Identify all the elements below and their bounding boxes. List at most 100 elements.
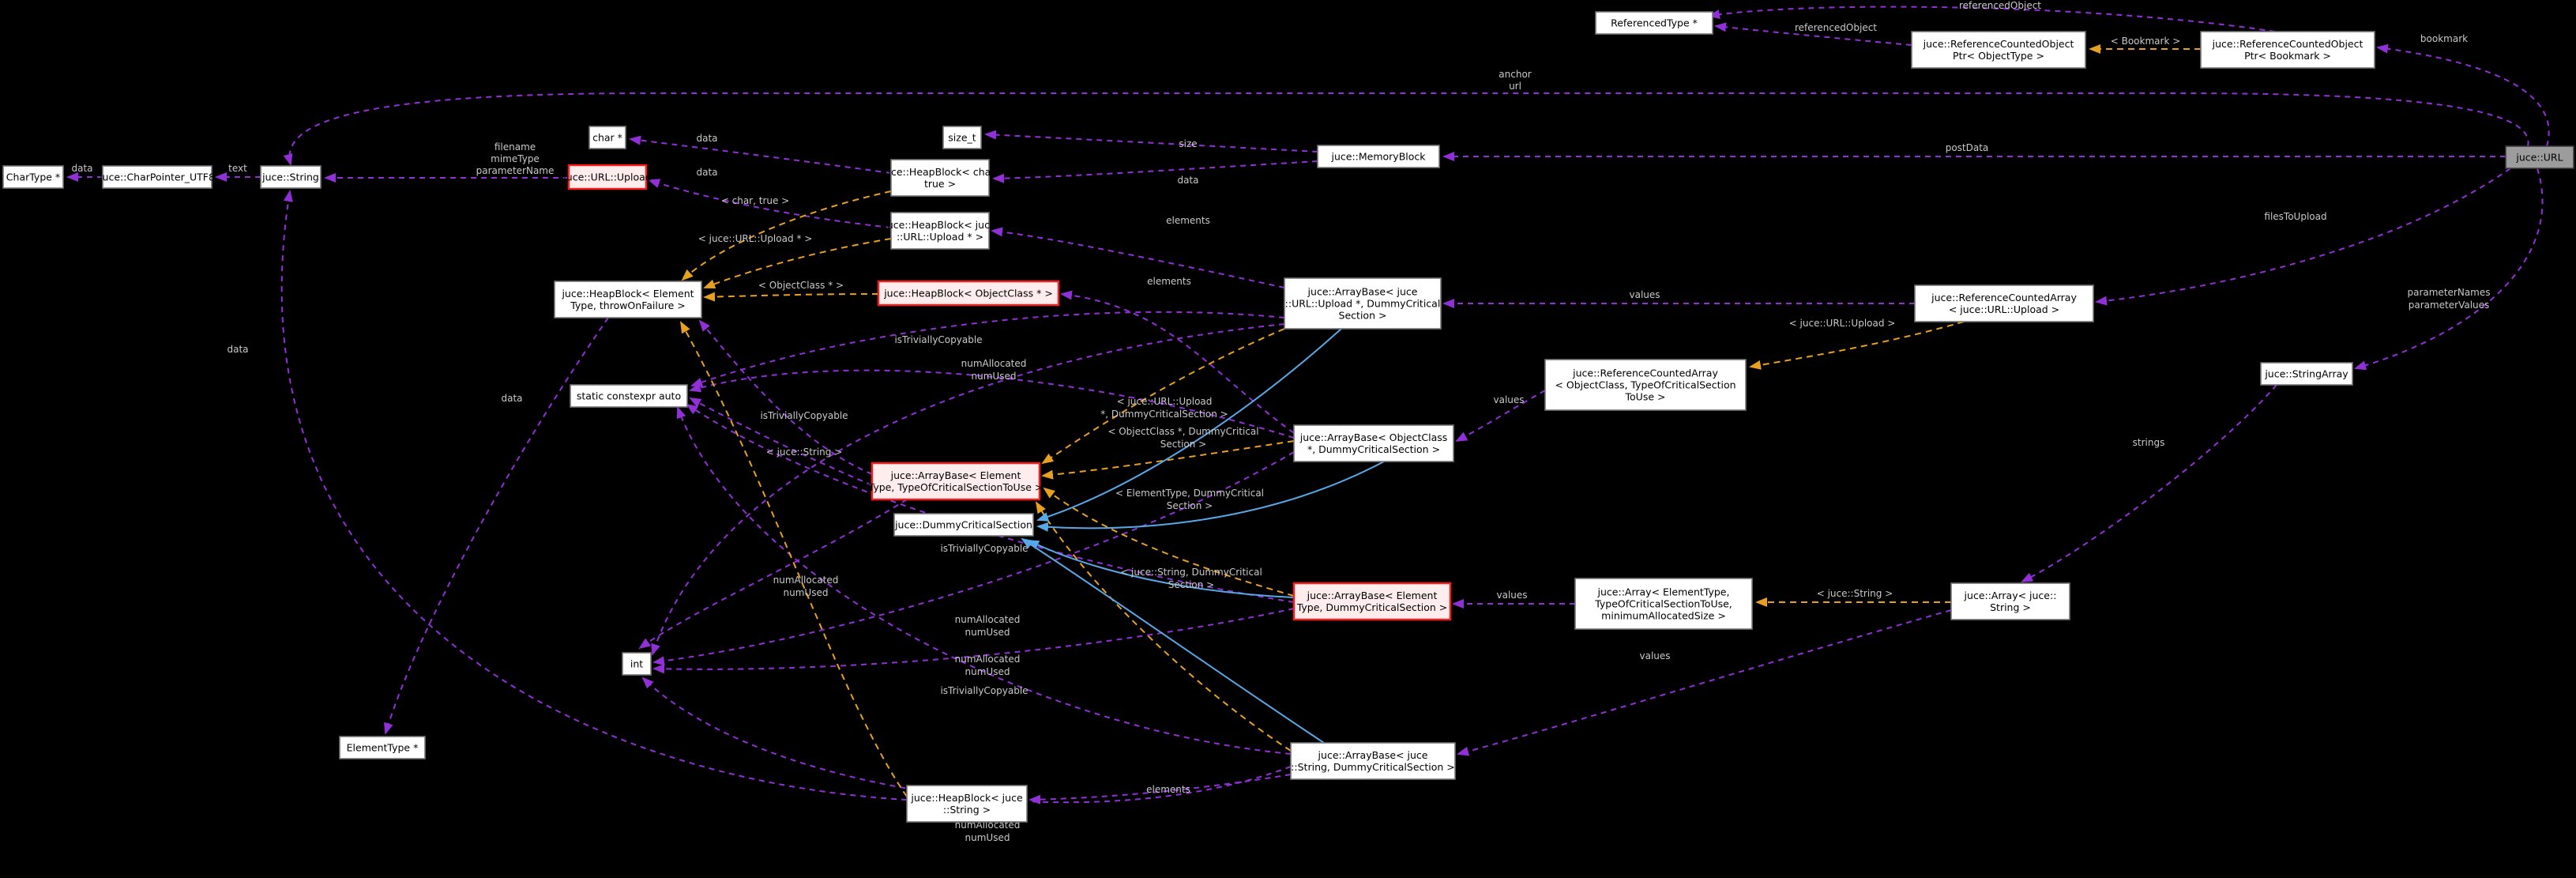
edge-label: data [71,163,92,174]
class-node-ab_elemdummy[interactable]: juce::ArrayBase< ElementType, DummyCriti… [1292,582,1452,621]
class-node-ab_uploadp[interactable]: juce::ArrayBase< juce::URL::Upload *, Du… [1284,277,1442,330]
class-node-label: juce::HeapBlock< char, [882,166,998,178]
edge-hb_objp-to-hb_elem-38 [703,292,879,302]
edge-label: < juce::String, DummyCritical [1120,567,1262,578]
edge-ab_tmpl-to-hb_elem-24 [698,319,873,475]
edge-label: filesToUpload [2264,211,2326,222]
edge-label: anchor [1499,69,1532,80]
class-node-label: Type, throwOnFailure > [570,300,686,311]
edge-label: numUsed [965,666,1010,677]
class-node-ab_tmpl[interactable]: juce::ArrayBase< ElementType, TypeOfCrit… [868,462,1044,501]
edge-label: numAllocated [773,575,839,586]
class-node-hb_objp[interactable]: juce::HeapBlock< ObjectClass * > [877,280,1060,307]
class-node-label: juce::HeapBlock< juce [883,219,996,231]
class-node-url[interactable]: juce::URL [2505,145,2574,169]
class-node-label: juce::ArrayBase< juce [1318,749,1428,761]
class-node-string[interactable]: juce::String [260,165,322,189]
edge-label: elements [1146,784,1190,795]
class-node-sizet[interactable]: size_t [942,126,982,149]
class-node-hb_uploadp[interactable]: juce::HeapBlock< juce::URL::Upload * > [883,212,996,250]
class-node-label: true > [924,178,956,190]
edge-hb_elem-to-elemtype-9 [384,317,609,735]
edge-label: elements [1147,276,1191,287]
edge-label: text [228,163,247,174]
edge-label: data [1177,175,1198,186]
edge-label: isTriviallyCopyable [940,543,1028,554]
edge-label: < Bookmark > [2111,36,2181,47]
class-node-label: ::String, DummyCriticalSection > [1291,761,1455,773]
edge-hb_char-to-charstar-3 [629,135,892,174]
class-node-upload[interactable]: juce::URL::Upload [562,164,652,190]
class-node-label: ::URL::Upload * > [897,231,983,243]
class-node-label: juce::String [261,171,319,183]
class-node-label: Type, TypeOfCriticalSectionToUse > [868,481,1044,493]
edge-array_string-to-ab_string-13 [1457,609,1952,756]
class-node-rca_obj[interactable]: juce::ReferenceCountedArray< ObjectClass… [1544,359,1747,411]
class-node-label: juce::StringArray [2264,368,2348,380]
edge-label: elements [1166,215,1210,226]
class-node-label: char * [592,132,622,144]
class-node-label: < juce::URL::Upload > [1949,303,2059,315]
class-node-label: juce::ReferenceCountedObject [2212,38,2364,50]
class-node-array_tmpl[interactable]: juce::Array< ElementType,TypeOfCriticalS… [1574,578,1753,630]
class-node-sca[interactable]: static constexpr auto [570,384,688,408]
class-node-ab_string[interactable]: juce::ArrayBase< juce::String, DummyCrit… [1290,742,1456,780]
edge-ab_objp-to-int-27 [652,451,1295,666]
class-node-hb_elem[interactable]: juce::HeapBlock< ElementType, throwOnFai… [554,281,702,318]
edge-label: numUsed [784,587,829,598]
class-node-label: ::String > [943,804,991,816]
class-node-label: juce::HeapBlock< Element [561,288,694,300]
edge-rcop_bm-to-reftype-20 [1708,6,2276,32]
class-node-label: juce::HeapBlock< ObjectClass * > [883,288,1053,300]
edge-label: data [696,133,717,144]
class-node-charptr[interactable]: juce::CharPointer_UTF8 [99,165,215,189]
class-node-charstar[interactable]: char * [589,126,626,149]
edge-ab_elemdummy-to-dummycs-48 [1027,540,1295,598]
class-node-label: juce::MemoryBlock [1330,151,1426,163]
class-node-label: Type, DummyCriticalSection > [1296,601,1448,613]
edge-label: values [1639,650,1670,661]
edge-ab_objp-to-sca-31 [689,369,1295,439]
edge-label: url [1509,81,1521,92]
class-node-chartype[interactable]: CharType * [2,165,64,189]
class-node-label: juce::CharPointer_UTF8 [99,171,215,183]
class-node-int[interactable]: int [622,652,652,676]
edge-label: parameterValues [2409,300,2490,311]
edge-rcop_obj-to-reftype-19 [1714,22,1912,46]
class-node-label: ReferencedType * [1611,17,1698,29]
class-node-ab_objp[interactable]: juce::ArrayBase< ObjectClass*, DummyCrit… [1293,424,1454,462]
edge-hb_uploadp-to-upload-7 [648,179,892,228]
edge-ab_string-to-ab_tmpl-43 [1035,501,1292,752]
class-node-label: static constexpr auto [577,390,681,402]
edge-label: values [1496,590,1527,601]
class-node-dummycs[interactable]: juce::DummyCriticalSection [893,513,1034,537]
class-node-memblock[interactable]: juce::MemoryBlock [1317,145,1440,168]
edge-label: Section > [1160,439,1206,450]
edge-url-to-rcop_bm-18 [2376,43,2550,147]
edge-label: size [1179,138,1197,149]
class-node-label: < ObjectClass, TypeOfCriticalSection [1555,379,1736,391]
class-node-label: juce::URL [2515,152,2563,164]
class-node-reftype[interactable]: ReferencedType * [1595,11,1713,35]
edge-ab_uploadp-to-ab_tmpl-40 [1041,328,1285,465]
class-node-hb_char[interactable]: juce::HeapBlock< char,true > [882,159,998,197]
class-node-elemtype[interactable]: ElementType * [339,736,426,759]
edge-label: < char, true > [721,195,789,206]
edge-label: bookmark [2420,33,2468,44]
edge-url-to-stringarray-17 [2354,168,2544,371]
edge-label: < ObjectClass *, DummyCritical [1107,426,1258,437]
class-node-label: juce::ReferenceCountedArray [1931,292,2077,303]
class-node-label: minimumAllocatedSize > [1601,610,1726,622]
class-node-array_string[interactable]: juce::Array< juce::String > [1950,582,2070,620]
edge-ab_string-to-int-29 [641,676,1292,804]
edge-label: data [696,167,717,178]
class-node-stringarray[interactable]: juce::StringArray [2260,362,2353,386]
class-node-rca_upload[interactable]: juce::ReferenceCountedArray< juce::URL::… [1914,285,2094,322]
class-node-label: Ptr< Bookmark > [2244,50,2331,62]
class-node-label: juce::HeapBlock< juce [910,792,1023,804]
class-node-hb_string[interactable]: juce::HeapBlock< juce::String > [906,785,1028,823]
